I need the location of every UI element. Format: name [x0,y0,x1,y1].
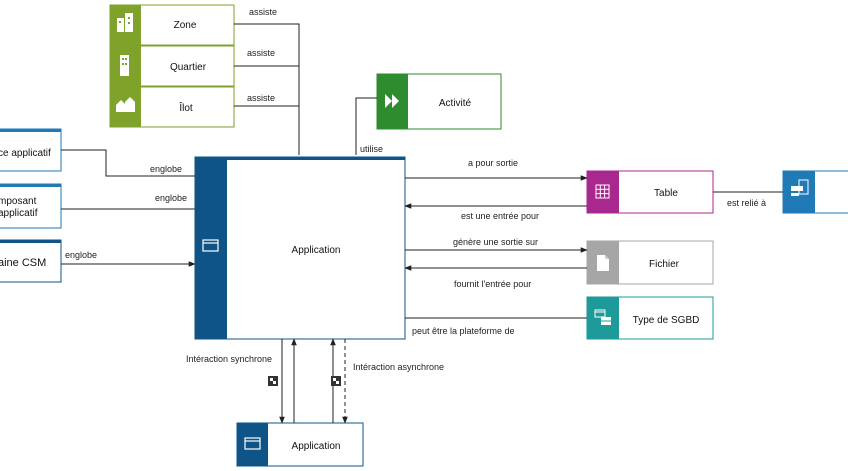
file-icon [597,255,609,271]
activite-node[interactable]: Activité [376,73,502,130]
application-main-node[interactable]: Application [194,156,406,340]
composant-label-line2: applicatif [0,208,38,219]
window-icon [202,239,219,252]
window-icon [244,437,261,450]
zone-label: Zone [174,20,197,31]
quartier-node[interactable]: Quartier [109,45,235,87]
zone-node[interactable]: Zone [109,4,235,46]
edge-label-utilise: utilise [360,144,383,154]
edge-label-assiste-3: assiste [247,93,275,103]
table-node[interactable]: Table [586,170,714,214]
domaine-csm-label: aine CSM [0,257,46,269]
edge-label-genere-une-sortie-sur: génère une sortie sur [453,237,538,247]
quartier-label: Quartier [170,62,207,73]
englobe-edge-1 [61,149,195,177]
houses-icon [116,97,135,112]
interface-icon [331,376,341,386]
database-type-icon [594,309,611,325]
application-bottom-node[interactable]: Application [236,422,364,467]
table-label: Table [654,188,678,199]
related-node[interactable] [782,170,848,214]
activite-label: Activité [439,98,472,109]
edge-label-interaction-synchrone: Intéraction synchrone [186,354,272,364]
edge-label-englobe-1: englobe [150,164,182,174]
ilot-label: Îlot [178,101,193,114]
interaction-synchrone-edges [279,338,297,424]
fichier-label: Fichier [649,259,680,270]
edge-label-englobe-3: englobe [65,250,97,260]
buildings-icon [117,13,133,32]
domaine-csm-node[interactable]: aine CSM [0,239,62,283]
edge-label-fournit-l-entree-pour: fournit l'entrée pour [454,279,531,289]
application-bottom-label: Application [292,441,341,452]
edge-label-peut-etre-la-plateforme-de: peut être la plateforme de [412,326,515,336]
fichier-node[interactable]: Fichier [586,240,714,285]
composant-applicatif-node[interactable]: mposant applicatif [0,183,62,229]
edge-label-interaction-asynchrone: Intéraction asynchrone [353,362,444,372]
edge-label-a-pour-sortie: a pour sortie [468,158,518,168]
assiste-edges [234,23,300,155]
edge-label-assiste-2: assiste [247,48,275,58]
interface-icon [268,376,278,386]
type-sgbd-node[interactable]: Type de SGBD [586,296,714,340]
application-main-label: Application [292,245,341,256]
building-icon [120,55,129,76]
link-icon [791,179,809,196]
composant-label-line1: mposant [0,196,37,207]
edge-label-est-relie-a: est relié à [727,198,766,208]
grid-icon [595,184,610,199]
type-sgbd-label: Type de SGBD [633,315,700,326]
edge-label-est-une-entree-pour: est une entrée pour [461,211,539,221]
service-applicatif-label: ce applicatif [0,148,51,159]
utilise-edge [355,97,377,155]
edge-label-assiste-1: assiste [249,7,277,17]
fast-forward-icon [385,94,399,108]
ilot-node[interactable]: Îlot [109,86,235,128]
edge-label-englobe-2: englobe [155,193,187,203]
service-applicatif-node[interactable]: ce applicatif [0,128,62,172]
